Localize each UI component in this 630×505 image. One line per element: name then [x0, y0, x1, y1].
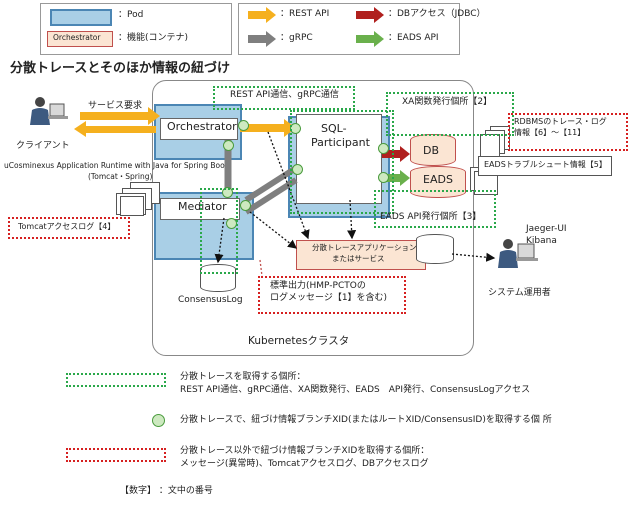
- trace-point-sql-xa: [378, 143, 389, 154]
- green-box-eads-api: [374, 190, 496, 228]
- legend-box-right: [238, 3, 460, 55]
- db-label: DB: [423, 144, 440, 157]
- distributed-trace-app[interactable]: [296, 240, 426, 270]
- rdbms-label-2: 情報【6】～【11】: [514, 128, 586, 137]
- eads-container: [410, 166, 466, 198]
- legend-orchestrator-text: Orchestrator: [53, 33, 101, 42]
- legend-rest-arrow: [248, 7, 276, 23]
- stdout-label: 標準出力(HMP-PCTOの: [270, 281, 366, 291]
- trace-db-cylinder: [416, 234, 454, 264]
- note-circle-swatch: [152, 414, 165, 427]
- legend-eads-label: ：EADS API: [388, 33, 439, 43]
- distributed-trace-app-label-2: またはサービス: [332, 254, 385, 263]
- stdout-arrow: [259, 259, 263, 277]
- runtime-label: uCosminexus Application Runtime with Jav…: [4, 161, 228, 170]
- note-red-body: メッセージ(異常時)、Tomcatアクセスログ、DBアクセスログ: [180, 459, 429, 469]
- red-box-stdout: [258, 276, 406, 314]
- legend-pod-swatch: [50, 9, 112, 26]
- trace-point-orch-grpc: [223, 140, 234, 151]
- note-green-body: REST API通信、gRPC通信、XA関数発行、EADS API発行、Cons…: [180, 385, 531, 395]
- eads-api-label: EADS API発行個所【3】: [380, 212, 482, 222]
- green-box-sql: [290, 110, 394, 214]
- db-access-arrow: [382, 146, 410, 162]
- sql-participant-label-2: Participant: [311, 136, 370, 149]
- trace-point-mediator-sql: [240, 200, 251, 211]
- sql-participant-box[interactable]: [296, 114, 382, 204]
- kubernetes-cluster: [152, 80, 474, 356]
- rest-arrow-client-to-orch: [80, 107, 160, 125]
- client-label: クライアント: [16, 141, 70, 151]
- green-box-rest-grpc: [213, 86, 355, 110]
- orchestrator-label: Orchestrator: [167, 120, 237, 133]
- tomcat-log-label: Tomcatアクセスログ【4】: [18, 222, 116, 231]
- legend-function-label: ：機能(コンテナ): [118, 33, 189, 43]
- diagram-title: 分散トレースとそのほか情報の紐づけ: [10, 61, 230, 76]
- legend-db-label: ：DBアクセス（JDBC）: [388, 9, 486, 19]
- legend-rest-label: ：REST API: [280, 9, 330, 19]
- legend-box-left: [40, 3, 232, 55]
- trace-point-sql-eads: [378, 172, 389, 183]
- legend-pod-label: ：Pod: [118, 10, 144, 20]
- sql-participant-label-1: SQL-: [321, 122, 347, 135]
- trace-point-mediator-grpc: [222, 187, 233, 198]
- note-number: 【数字】 ：文中の番号: [120, 486, 213, 496]
- xa-func-label: XA関数発行個所【2】: [402, 97, 493, 107]
- red-box-rdbms: [508, 113, 628, 151]
- legend-db-arrow: [356, 7, 384, 23]
- note-green-title: 分散トレースを取得する個所：: [180, 372, 306, 382]
- rest-grpc-label: REST API通信、gRPC通信: [230, 90, 339, 100]
- eads-trouble-label: EADSトラブルシュート情報【5】: [484, 160, 607, 169]
- legend-grpc-label: ：gRPC: [280, 33, 313, 43]
- orchestrator-box[interactable]: [160, 118, 238, 140]
- sysadmin-label: システム運用者: [488, 288, 551, 298]
- tomcat-doc-1: [120, 196, 144, 216]
- grpc-mediator-to-sql-1: [244, 165, 298, 203]
- distributed-trace-app-label: 分散トレースアプリケーション: [312, 243, 417, 252]
- kubernetes-label: Kubernetesクラスタ: [248, 335, 350, 347]
- rest-arrow-orch-to-client: [74, 121, 156, 137]
- mediator-label: Mediator: [178, 200, 227, 213]
- note-circle-text: 分散トレースで、紐づけ情報ブランチXID(またはルートXID/Consensus…: [180, 415, 552, 425]
- jaeger-label: Jaeger-UI: [526, 224, 567, 234]
- kibana-label: Kibana: [526, 236, 557, 246]
- trace-dotted-arrows: [214, 131, 496, 264]
- legend-function-swatch: [47, 31, 113, 47]
- runtime-sub-label: (Tomcat・Spring): [88, 172, 153, 181]
- note-green-swatch: [66, 373, 166, 387]
- note-red-swatch: [66, 448, 166, 462]
- legend-eads-arrow: [356, 31, 384, 47]
- note-red-title: 分散トレース以外で紐づけ情報ブランチXIDを取得する個所：: [180, 446, 430, 456]
- eads-api-arrow: [382, 170, 410, 186]
- consensus-log-cylinder: [200, 264, 236, 292]
- trace-point-sql-grpc: [292, 164, 303, 175]
- sysadmin-person-icon: [498, 239, 538, 268]
- trace-point-orch-rest: [238, 120, 249, 131]
- service-request-label: サービス要求: [88, 101, 143, 111]
- red-box-tomcat: [8, 217, 130, 239]
- rdbms-label: RDBMSのトレース・ログ: [514, 117, 607, 126]
- stdout-label-2: ログメッセージ【1】を含む): [270, 293, 388, 303]
- db-container: [410, 134, 456, 166]
- eads-trouble-box: [478, 156, 612, 176]
- green-box-mediator: [200, 188, 238, 274]
- client-person-icon: [30, 97, 68, 125]
- consensus-log-label: ConsensusLog: [178, 295, 243, 305]
- eads-label: EADS: [423, 173, 453, 186]
- legend-grpc-arrow: [248, 31, 276, 47]
